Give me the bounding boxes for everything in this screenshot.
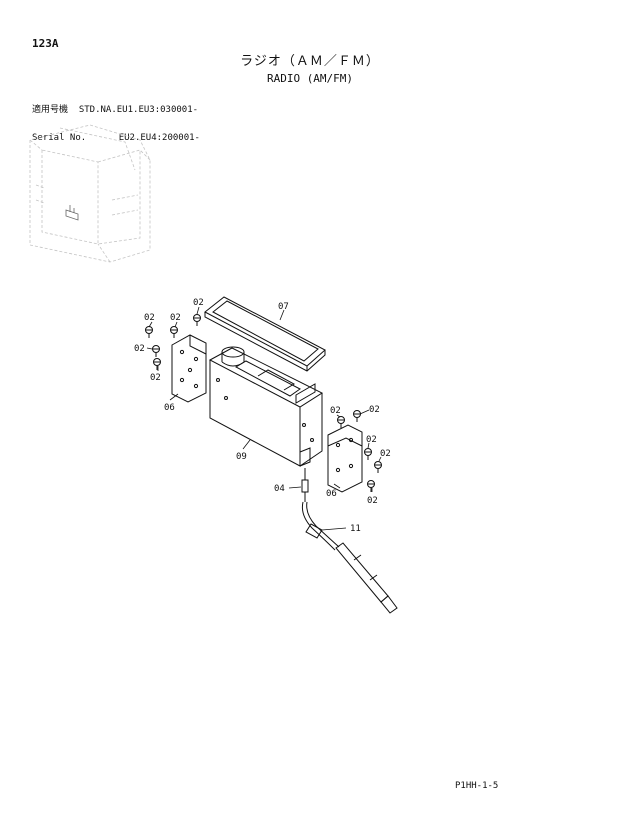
label-02-b: 02 — [170, 313, 181, 323]
label-02-f: 02 — [330, 406, 341, 416]
page-title-japanese: ラジオ（ＡＭ／ＦＭ） — [240, 54, 380, 69]
label-02-e: 02 — [150, 373, 161, 383]
label-02-g: 02 — [369, 405, 380, 415]
leader-lines — [146, 306, 382, 531]
part-06-left-bracket — [171, 334, 207, 403]
page-reference: P1HH-1-5 — [455, 781, 499, 791]
label-02-i: 02 — [380, 449, 391, 459]
part-04-connector — [301, 468, 309, 502]
label-02-c: 02 — [193, 298, 204, 308]
label-02-d: 02 — [134, 344, 145, 354]
label-06-right: 06 — [326, 489, 337, 499]
label-11: 11 — [350, 524, 361, 534]
cab-location-thumbnail — [29, 124, 151, 263]
serial-line-2: Serial No. EU2.EU4:200001- — [32, 133, 200, 143]
label-02-a: 02 — [144, 313, 155, 323]
label-07: 07 — [278, 302, 289, 312]
part-11-antenna — [301, 501, 398, 614]
page-code: 123A — [32, 37, 59, 50]
page-title-english: RADIO (AM/FM) — [266, 72, 354, 85]
serial-number-block: 適用号機 STD.NA.EU1.EU3:030001- Serial No. E… — [32, 88, 200, 153]
part-labels: 02 02 02 02 02 07 06 09 02 02 02 02 02 0… — [134, 298, 391, 534]
label-02-j: 02 — [367, 496, 378, 506]
part-07-tray — [204, 296, 326, 372]
label-04: 04 — [274, 484, 285, 494]
label-09: 09 — [236, 452, 247, 462]
part-02-screws — [145, 314, 382, 492]
part-06-right-bracket — [327, 424, 363, 493]
serial-line-1: 適用号機 STD.NA.EU1.EU3:030001- — [32, 105, 199, 115]
label-02-h: 02 — [366, 435, 377, 445]
cab-radio-marker — [65, 205, 79, 221]
part-09-radio-unit — [208, 346, 324, 467]
label-06-left: 06 — [164, 403, 175, 413]
